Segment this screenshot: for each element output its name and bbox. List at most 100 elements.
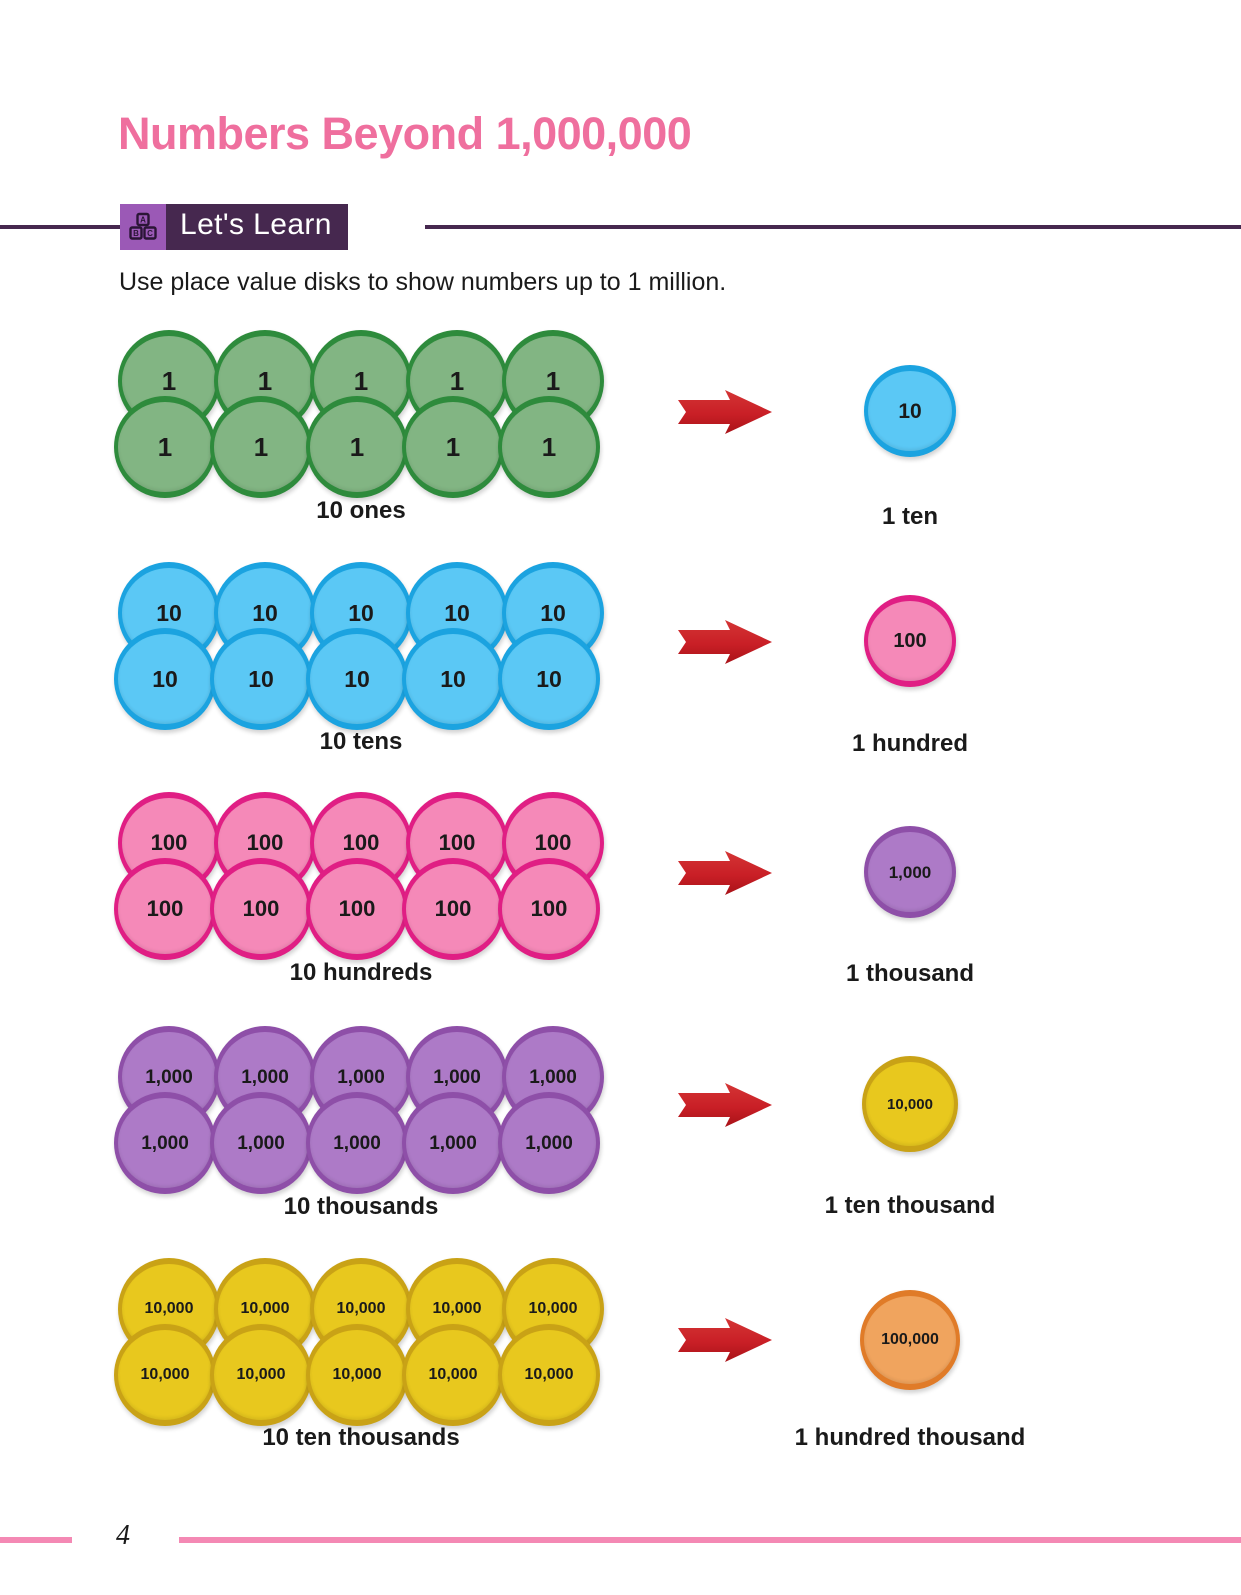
disk-face [867,600,953,682]
disk-face [502,1098,596,1188]
disk-face [502,864,596,954]
disk-value: 100 [893,630,927,652]
disk-value: 10 [440,665,466,692]
disk-value: 1,000 [525,1132,573,1154]
result-disk-ten-thousands-to-hundred-thousand: 100,000 [860,1290,960,1390]
page-title: Numbers Beyond 1,000,000 [118,108,692,159]
result-disk-ones-to-ten: 10 [864,365,956,457]
group-label: 10 ten thousands [262,1424,460,1451]
disk-face [310,1330,404,1420]
disk-value: 100 [146,896,184,921]
disk-value: 1 [253,432,269,462]
svg-text:C: C [147,229,153,238]
footer-rule-left [0,1537,72,1543]
place-value-disk-thousands-to-ten-thousand-bottom-2: 1,000 [210,1092,312,1194]
place-value-disk-thousands-to-ten-thousand-bottom-5: 1,000 [498,1092,600,1194]
disk-value: 1,000 [529,1066,577,1088]
disk-value: 1,000 [145,1066,193,1088]
disk-group: 10,000 10,000 10,000 10,000 10,000 10,000 10,0… [114,1258,604,1426]
disk-face [310,1098,404,1188]
disk-value: 1,000 [333,1132,381,1154]
disk-face [867,370,953,452]
disk-value: 10 [444,599,470,626]
right-arrow-icon [672,612,778,677]
disk-value: 10 [536,665,562,692]
disk-face [118,634,212,724]
place-value-disk-ten-thousands-to-hundred-thousand-bottom-4: 10,000 [402,1324,504,1426]
band-rule-right [425,225,1241,229]
disk-value: 1,000 [888,862,932,882]
disk-value: 10,000 [144,1300,194,1317]
disk-value: 1,000 [337,1066,385,1088]
disk-face [214,402,308,492]
place-value-disk-tens-to-hundred-bottom-5: 10 [498,628,600,730]
result-label: 1 thousand [845,960,974,987]
place-value-disk-thousands-to-ten-thousand-bottom-4: 1,000 [402,1092,504,1194]
disk-face [406,402,500,492]
disk-face [214,634,308,724]
disk-face [502,1330,596,1420]
abc-blocks-icon: A B C [120,204,166,250]
disk-value: 10 [156,599,182,626]
disk-value: 100 [242,896,280,921]
page-number: 4 [116,1520,130,1551]
disk-face [118,864,212,954]
disk-value: 1,000 [237,1132,285,1154]
place-value-disk-ones-to-ten-bottom-2: 1 [210,396,312,498]
place-value-disk-tens-to-hundred-top-5: 10 [502,562,604,664]
disk-value: 100 [438,830,476,855]
disk-value: 10,000 [528,1300,578,1317]
disk-value: 100,000 [881,1331,939,1348]
place-value-disk-tens-to-hundred-bottom-1: 10 [114,628,216,730]
disk-face [310,634,404,724]
disk-face [118,402,212,492]
lets-learn-badge: A B C Let's Learn [120,204,348,250]
disk-face [118,1330,212,1420]
result-disk-tens-to-hundred: 100 [864,595,956,687]
place-value-disk-ten-thousands-to-hundred-thousand-bottom-5: 10,000 [498,1324,600,1426]
disk-face [214,864,308,954]
place-value-disk-ones-to-ten-bottom-3: 1 [306,396,408,498]
disk-value: 10,000 [432,1300,482,1317]
right-arrow-icon [672,1075,778,1140]
disk-value: 100 [338,896,376,921]
disk-face [310,402,404,492]
disk-face [118,1098,212,1188]
place-value-disk-hundreds-to-thousand-bottom-1: 100 [114,858,216,960]
place-value-disk-thousands-to-ten-thousand-bottom-1: 1,000 [114,1092,216,1194]
disk-value: 10,000 [140,1366,190,1383]
intro-text: Use place value disks to show numbers up… [119,268,727,296]
disk-value: 1 [257,366,273,396]
place-value-disk-tens-to-hundred-bottom-2: 10 [210,628,312,730]
disk-face [310,864,404,954]
disk-value: 10,000 [332,1366,382,1383]
group-label: 10 tens [319,728,403,755]
place-value-disk-hundreds-to-thousand-bottom-3: 100 [306,858,408,960]
disk-value: 10,000 [236,1366,286,1383]
disk-face [867,831,953,913]
footer-rule-right [179,1537,1241,1543]
disk-value: 100 [530,896,568,921]
place-value-disk-ones-to-ten-bottom-4: 1 [402,396,504,498]
place-value-disk-hundreds-to-thousand-bottom-4: 100 [402,858,504,960]
disk-face [864,1296,956,1384]
place-value-disk-ones-to-ten-bottom-1: 1 [114,396,216,498]
place-value-disk-ten-thousands-to-hundred-thousand-bottom-2: 10,000 [210,1324,312,1426]
lets-learn-label: Let's Learn [180,208,332,241]
disk-value: 10,000 [428,1366,478,1383]
disk-face [406,864,500,954]
svg-text:B: B [133,229,139,238]
place-value-disk-ones-to-ten-bottom-5: 1 [498,396,600,498]
disk-value: 1 [161,366,177,396]
disk-value: 10 [344,665,370,692]
disk-value: 10 [540,599,566,626]
place-value-disk-ten-thousands-to-hundred-thousand-bottom-3: 10,000 [306,1324,408,1426]
disk-face [214,1330,308,1420]
disk-value: 10,000 [524,1366,574,1383]
place-value-disk-hundreds-to-thousand-bottom-2: 100 [210,858,312,960]
disk-value: 1 [541,432,557,462]
disk-face [214,1098,308,1188]
disk-value: 1 [545,366,561,396]
result-label: 1 hundred thousand [794,1424,1026,1451]
